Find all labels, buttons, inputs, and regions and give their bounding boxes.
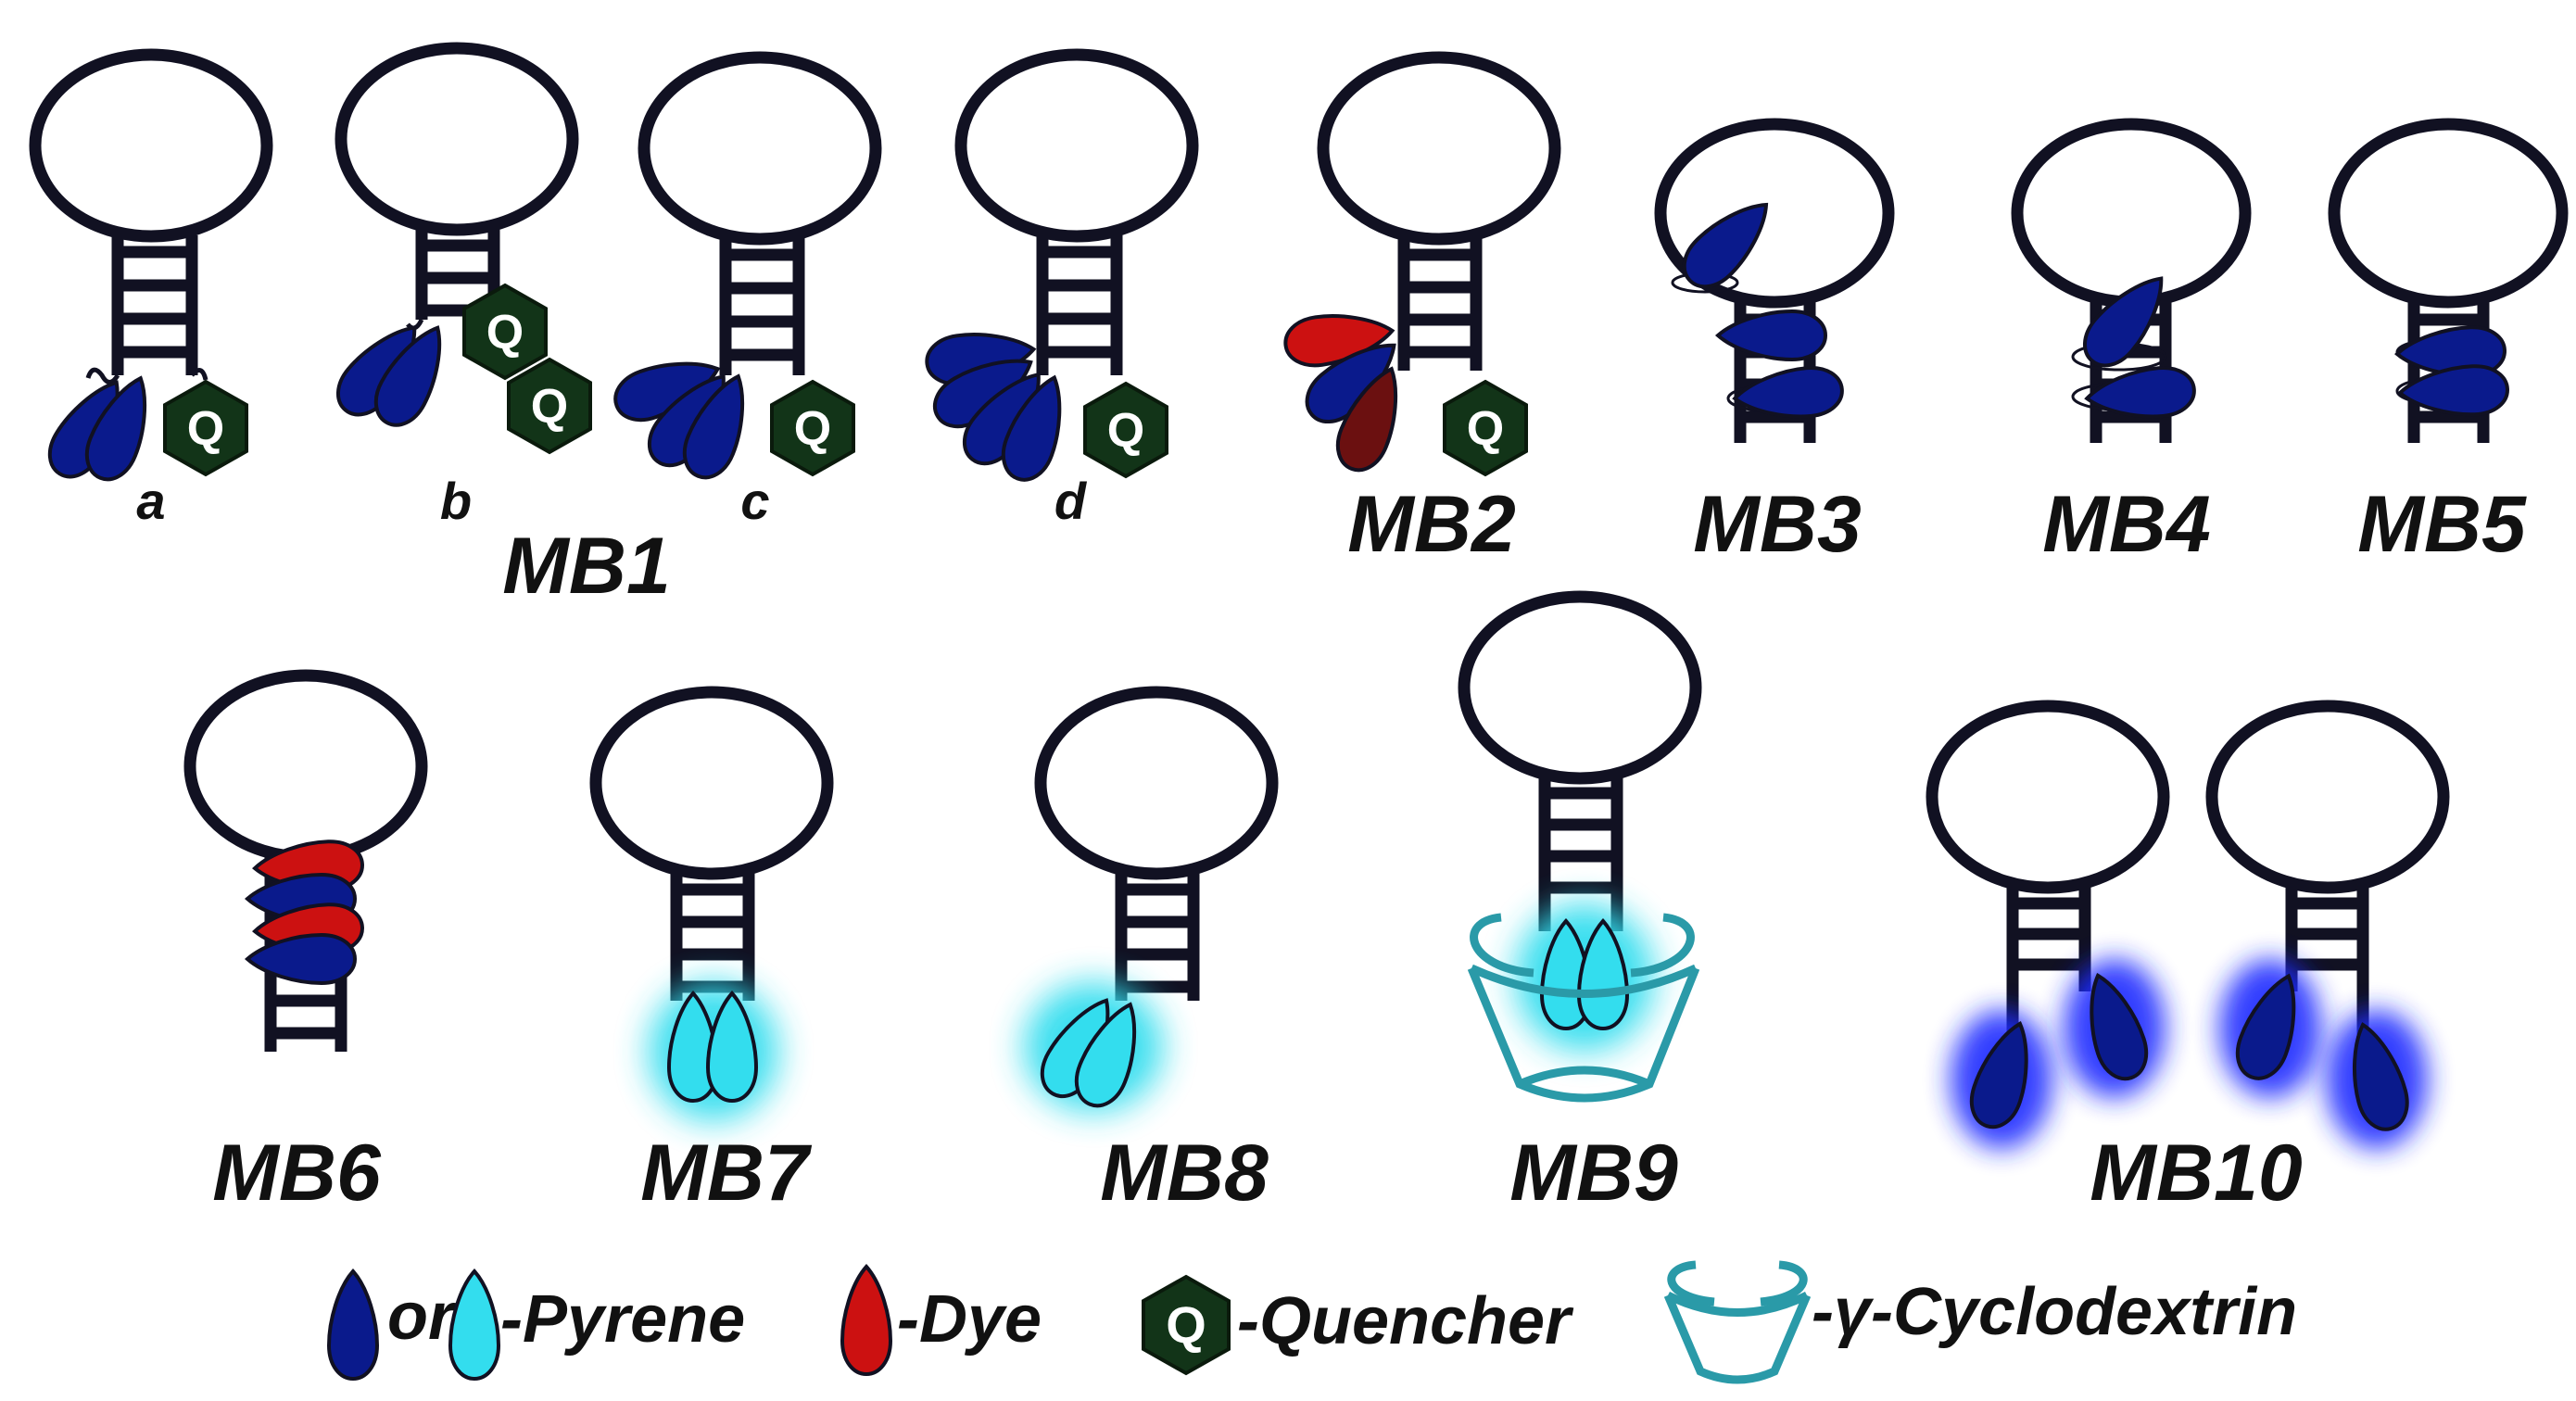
loop — [1317, 51, 1561, 246]
loop — [1926, 700, 2170, 894]
quencher-letter: Q — [1107, 404, 1144, 458]
mb4-beacon: MB4 — [2011, 118, 2252, 569]
legend-dye: -Dye — [897, 1282, 1042, 1357]
label-mb3: MB3 — [1693, 480, 1862, 569]
loop — [1458, 590, 1702, 785]
quencher-letter: Q — [531, 380, 568, 434]
label-mb1: MB1 — [502, 522, 671, 611]
mb3-beacon: MB3 — [1654, 118, 1895, 569]
label-mb2: MB2 — [1347, 480, 1516, 569]
legend: or -Pyrene -Dye Q -Quencher -γ-Cyclodext… — [327, 1260, 2297, 1384]
quencher-icon: Q — [462, 283, 548, 381]
mb5-beacon: MB5 — [2328, 118, 2569, 569]
mb1-variant-c: Q c — [606, 51, 882, 530]
loop — [1654, 118, 1895, 309]
stem — [111, 235, 198, 375]
quencher-icon: Q — [1142, 1274, 1231, 1376]
loop — [2205, 700, 2450, 894]
mb7-beacon: MB7 — [589, 686, 834, 1218]
variant-label-a: a — [136, 472, 165, 530]
loop — [183, 669, 428, 864]
pyrene-icon — [1673, 188, 1784, 298]
mb1-variant-b: Q Q b — [324, 42, 592, 530]
label-mb7: MB7 — [640, 1129, 813, 1218]
label-mb5: MB5 — [2357, 480, 2527, 569]
variant-label-b: b — [440, 472, 472, 530]
legend-cyclodextrin: -γ-Cyclodextrin — [1812, 1275, 2297, 1349]
label-mb8: MB8 — [1100, 1129, 1269, 1218]
stem — [670, 873, 755, 1001]
quencher-letter: Q — [1467, 402, 1504, 456]
pyrene-icon — [246, 933, 357, 985]
label-mb4: MB4 — [2042, 480, 2211, 569]
loop — [335, 42, 579, 236]
mb1-variant-a: Q a — [29, 48, 273, 530]
quencher-letter: Q — [187, 402, 224, 456]
stem — [1036, 235, 1123, 375]
stem — [719, 238, 805, 375]
mb10-beacon-right — [2205, 700, 2450, 1149]
mb10-beacon-left — [1926, 700, 2170, 1149]
quencher-letter: Q — [1166, 1295, 1206, 1354]
dye-icon — [840, 1265, 892, 1376]
label-mb10: MB10 — [2090, 1129, 2302, 1218]
mb1-variant-d: Q d — [921, 48, 1199, 530]
loop — [2011, 118, 2252, 309]
mb8-beacon: MB8 — [1024, 686, 1279, 1218]
stem — [1397, 238, 1483, 371]
cyclodextrin-icon — [1663, 1260, 1812, 1384]
variant-label-c: c — [740, 472, 769, 530]
loop — [29, 48, 273, 243]
loop — [638, 51, 882, 246]
mb6-beacon: MB6 — [183, 669, 428, 1218]
quencher-letter: Q — [794, 402, 831, 456]
legend-pyrene: -Pyrene — [500, 1282, 745, 1357]
legend-quencher: -Quencher — [1237, 1284, 1574, 1358]
quencher-icon: Q — [507, 357, 592, 455]
stem — [1538, 776, 1623, 931]
variant-label-d: d — [1054, 472, 1088, 530]
quencher-icon: Q — [1443, 379, 1528, 477]
legend-or: or — [387, 1280, 458, 1354]
mb10-beacons: MB10 — [1926, 700, 2450, 1218]
cyclodextrin-icon — [1467, 913, 1700, 1103]
excimer-pyrene-icon — [448, 1269, 500, 1381]
pyrene-icon — [1716, 309, 1827, 361]
quencher-letter: Q — [486, 306, 524, 360]
loop — [589, 686, 834, 880]
pyrene-icon — [327, 1269, 379, 1381]
loop — [2328, 118, 2569, 309]
quencher-icon: Q — [163, 379, 248, 477]
loop — [954, 48, 1199, 243]
quencher-icon: Q — [770, 379, 855, 477]
mb9-beacon: MB9 — [1458, 590, 1702, 1218]
loop — [1034, 686, 1279, 880]
label-mb9: MB9 — [1509, 1129, 1678, 1218]
quencher-icon: Q — [1083, 381, 1168, 479]
mb2-beacon: Q MB2 — [1280, 51, 1561, 569]
label-mb6: MB6 — [212, 1129, 382, 1218]
stem — [1115, 873, 1200, 1001]
